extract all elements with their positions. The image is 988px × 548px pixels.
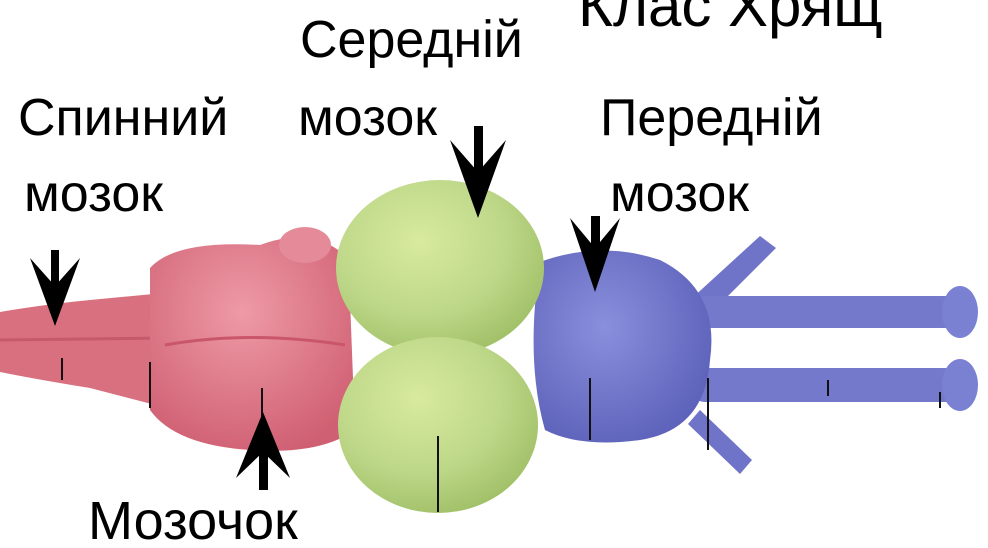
marker-ticks — [61, 358, 941, 512]
forebrain-arrow — [570, 216, 620, 292]
spinal-cord-label-line1: Спинний — [18, 89, 229, 147]
forebrain-region — [533, 236, 978, 474]
spinal-cord-region — [0, 292, 175, 410]
cerebellum-arrow — [236, 412, 290, 490]
midbrain-label-line1: Середній — [300, 11, 523, 69]
cerebellum-label: Мозочок — [88, 491, 298, 548]
midbrain-label-line2: мозок — [298, 89, 438, 147]
title-fragment: Клас Хрящ — [578, 0, 883, 39]
midbrain-region — [336, 180, 544, 513]
spinal-cord-arrow — [30, 250, 80, 326]
forebrain-label-line1: Передній — [600, 89, 823, 147]
cerebellum-region — [150, 227, 355, 451]
forebrain-label-line2: мозок — [610, 165, 750, 223]
spinal-cord-label-line2: мозок — [24, 165, 164, 223]
midbrain-arrow — [450, 126, 506, 218]
